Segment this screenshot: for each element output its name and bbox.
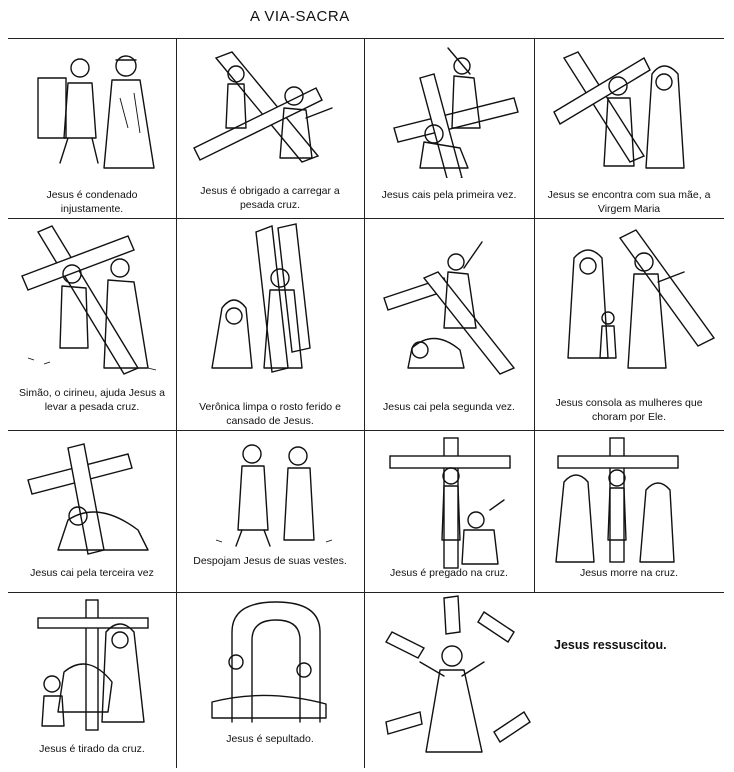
station-9: Jesus cai pela terceira vez — [8, 430, 176, 592]
grid-line — [8, 38, 724, 39]
station-illustration — [385, 595, 531, 753]
grid-line — [8, 218, 724, 219]
station-illustration — [553, 51, 685, 169]
station-7: Jesus cai pela segunda vez. — [364, 218, 534, 430]
station-caption: Jesus se encontra com sua mãe, a Virgem … — [547, 189, 711, 215]
station-illustration — [555, 437, 679, 563]
station-illustration — [37, 599, 149, 731]
station-caption: Simão, o cirineu, ajuda Jesus a levar a … — [19, 387, 165, 413]
station-caption: Jesus é pregado na cruz. — [390, 567, 508, 579]
grid-line — [534, 38, 535, 592]
station-illustration — [567, 229, 716, 369]
station-4: Jesus se encontra com sua mãe, a Virgem … — [534, 38, 724, 218]
station-illustration — [37, 55, 155, 169]
station-caption: Jesus cai pela segunda vez. — [383, 401, 515, 413]
station-illustration — [211, 601, 327, 723]
station-3: Jesus cais pela primeira vez. — [364, 38, 534, 218]
grid-line — [176, 38, 177, 768]
station-caption: Jesus ressuscitou. — [554, 638, 667, 652]
station-8: Jesus consola as mulheres que choram por… — [534, 218, 724, 430]
grid-line — [364, 38, 365, 768]
station-13: Jesus é tirado da cruz. — [8, 592, 176, 768]
station-illustration — [21, 225, 157, 375]
station-illustration — [215, 444, 333, 547]
page-title: A VIA-SACRA — [250, 8, 350, 25]
station-14: Jesus é sepultado. — [176, 592, 364, 768]
station-caption: Jesus morre na cruz. — [579, 567, 679, 579]
grid-line — [8, 430, 724, 431]
station-caption: Jesus cais pela primeira vez. — [381, 189, 517, 201]
station-caption: Jesus consola as mulheres que choram por… — [555, 397, 703, 423]
station-caption: Jesus é condenado injustamente. — [46, 189, 138, 215]
station-10: Despojam Jesus de suas vestes. — [176, 430, 364, 592]
station-6: Verônica limpa o rosto ferido e cansado … — [176, 218, 364, 430]
station-illustration — [383, 241, 516, 375]
station-illustration — [393, 47, 519, 178]
station-caption: Jesus é tirado da cruz. — [39, 743, 145, 755]
station-1: Jesus é condenado injustamente. — [8, 38, 176, 218]
station-12: Jesus morre na cruz. — [534, 430, 724, 592]
station-illustration — [27, 443, 149, 555]
station-illustration — [211, 223, 311, 373]
station-illustration — [389, 437, 511, 569]
station-2: Jesus é obrigado a carregar a pesada cru… — [176, 38, 364, 218]
station-5: Simão, o cirineu, ajuda Jesus a levar a … — [8, 218, 176, 430]
station-caption: Despojam Jesus de suas vestes. — [193, 555, 347, 567]
grid-line — [8, 592, 724, 593]
stations-grid: Jesus é condenado injustamente. Jesus é … — [8, 38, 724, 768]
station-illustration — [193, 51, 333, 163]
station-caption: Jesus cai pela terceira vez — [30, 567, 154, 579]
station-caption: Jesus é obrigado a carregar a pesada cru… — [200, 185, 340, 211]
station-caption: Verônica limpa o rosto ferido e cansado … — [199, 401, 341, 427]
station-caption: Jesus é sepultado. — [226, 733, 314, 745]
station-11: Jesus é pregado na cruz. — [364, 430, 534, 592]
station-15: Jesus ressuscitou. — [364, 592, 724, 768]
